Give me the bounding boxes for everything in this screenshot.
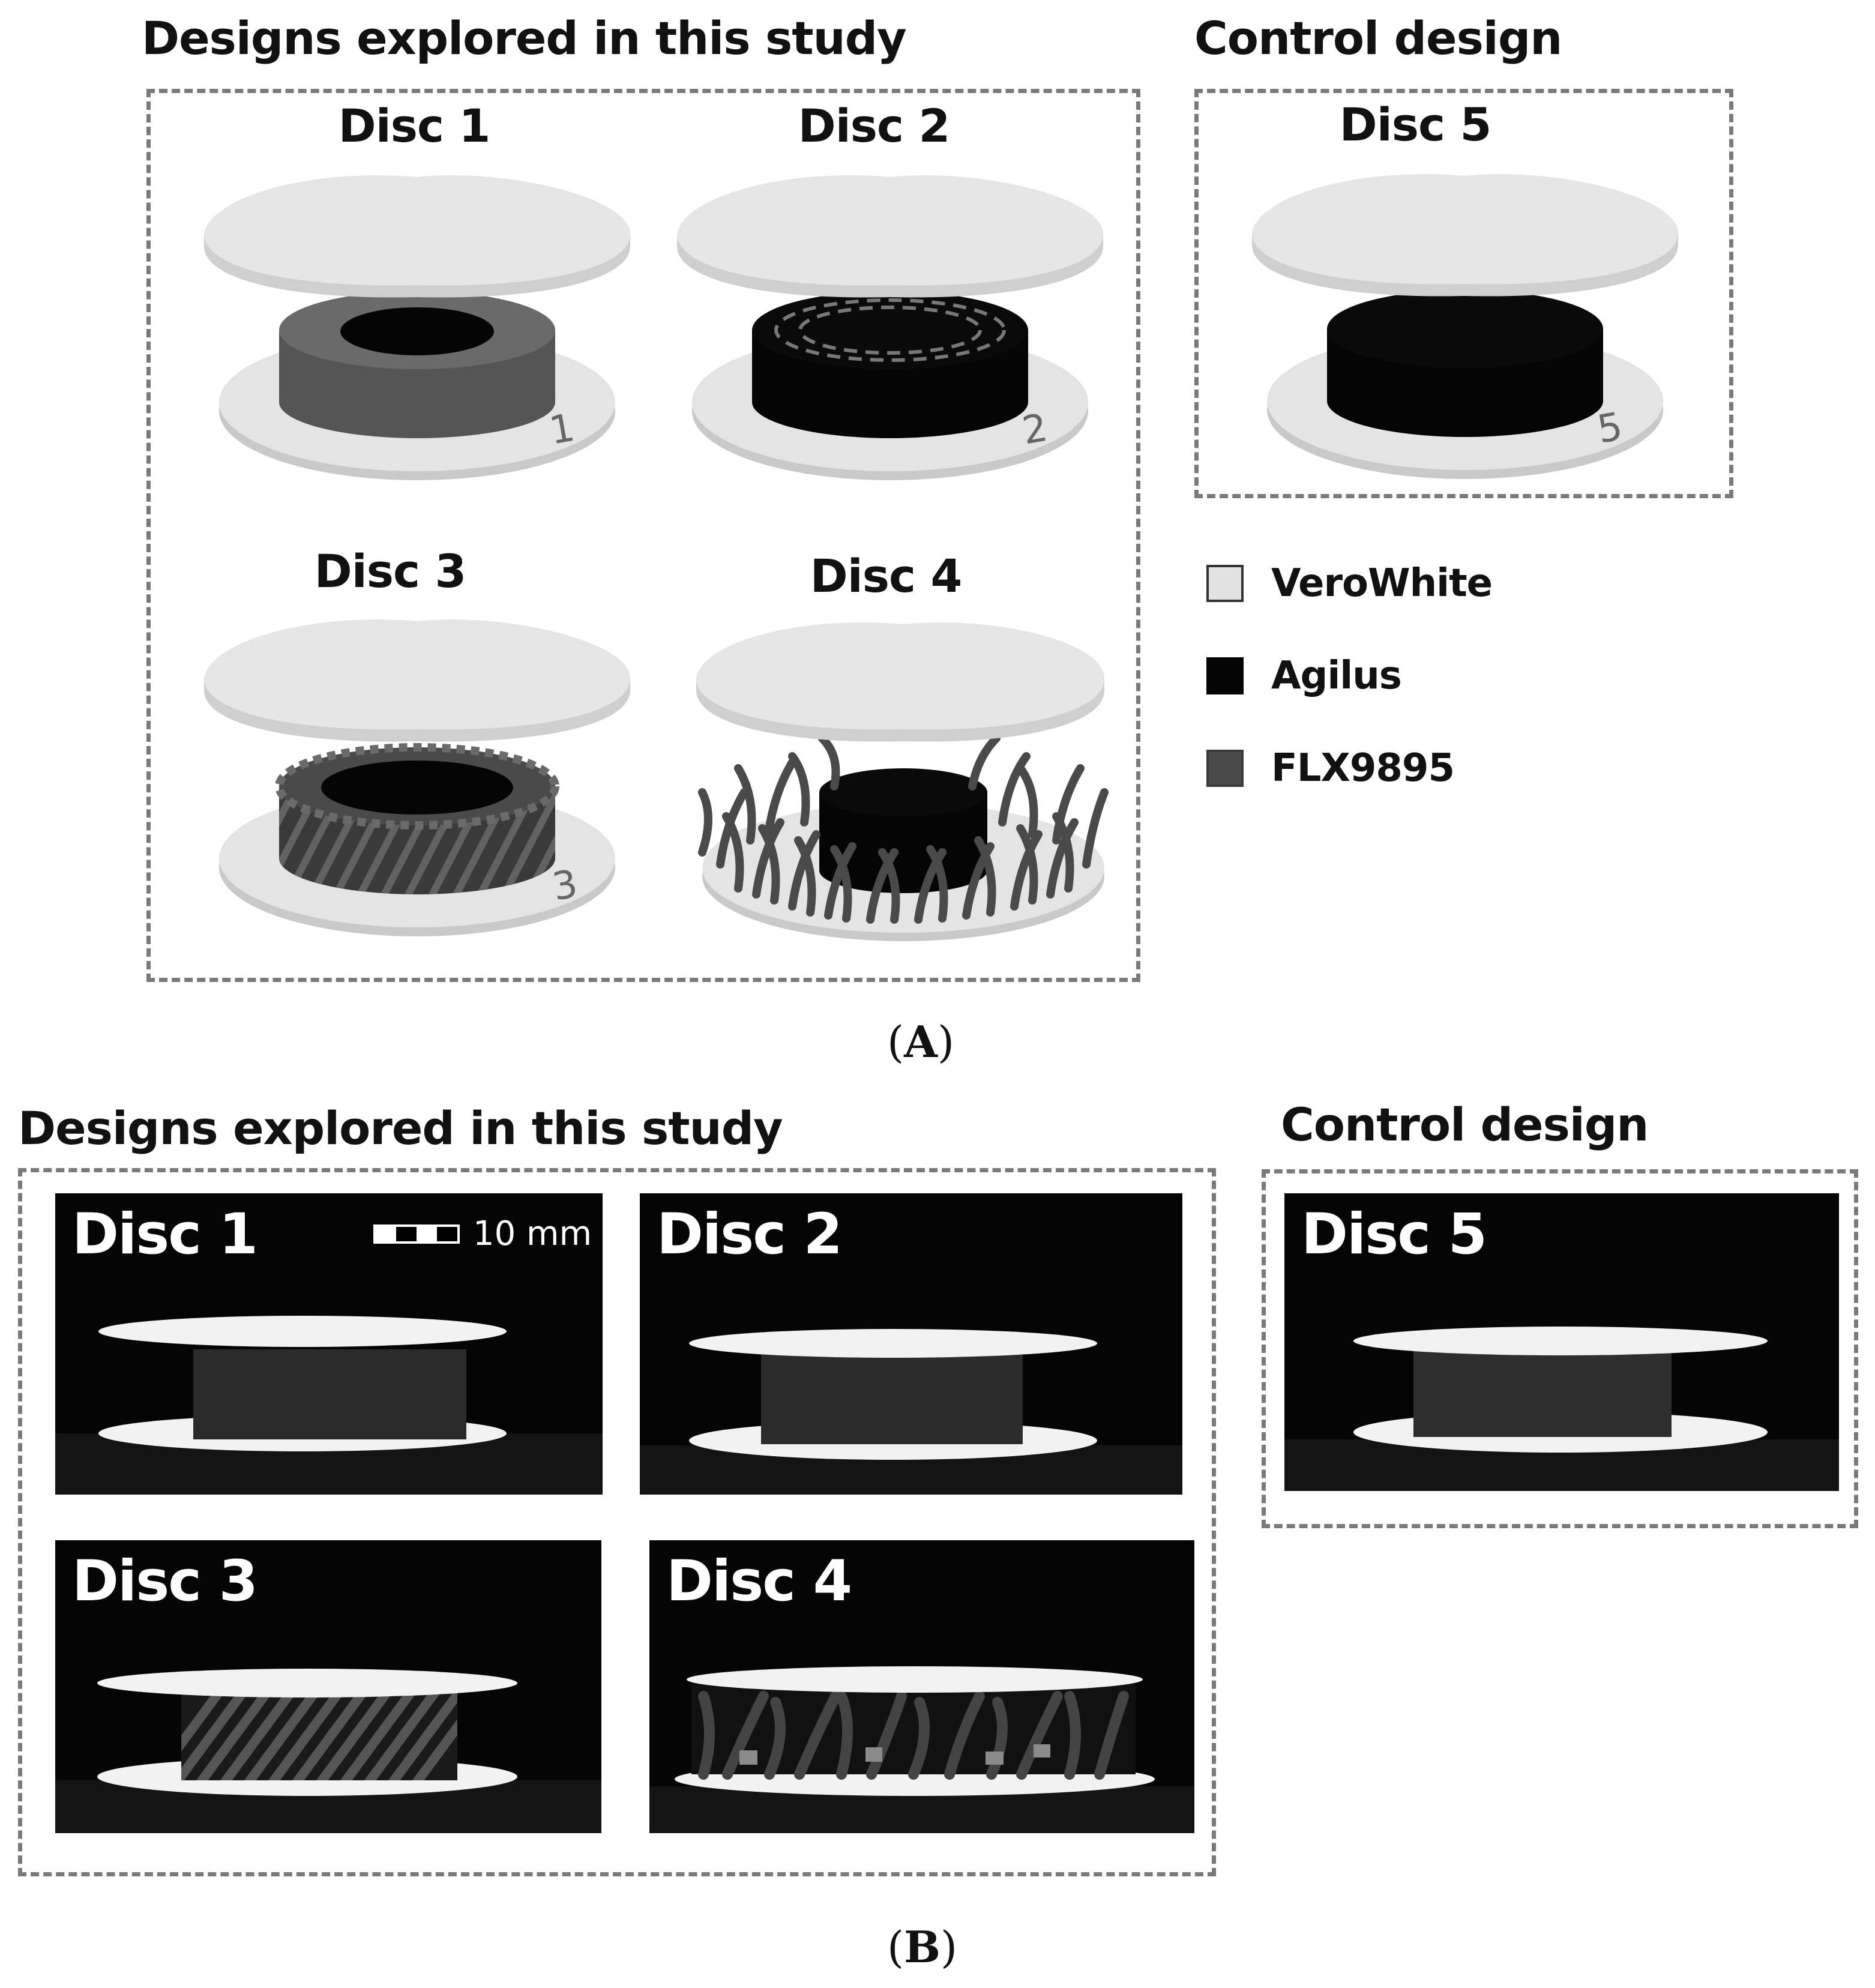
panel-b-control-frame	[1262, 1169, 1858, 1528]
disc-1-title: Disc 1	[338, 99, 491, 152]
photo-disc-2-specimen	[640, 1329, 1182, 1495]
photo-disc-3-title: Disc 3	[72, 1549, 258, 1614]
disc-4-agilus-core	[819, 768, 987, 893]
legend-agilus: Agilus	[1206, 654, 1402, 698]
legend-flx9895-swatch	[1206, 750, 1244, 787]
panel-b-heading-control: Control design	[1281, 1098, 1649, 1151]
photo-disc-3-specimen	[55, 1669, 601, 1833]
photo-disc-4-title: Disc 4	[666, 1549, 852, 1614]
disc-5-illustration: 5	[1252, 174, 1678, 479]
disc-1-top-plate	[204, 175, 630, 298]
panel-a-label-open: (	[887, 1017, 904, 1067]
disc-4-flx9895-struts	[698, 734, 1109, 924]
photo-disc-5-title: Disc 5	[1301, 1202, 1487, 1267]
legend-agilus-label: Agilus	[1271, 654, 1402, 698]
disc-3-illustration: 3	[204, 619, 630, 936]
legend-flx9895: FLX9895	[1206, 746, 1455, 791]
photo-disc-1-specimen	[55, 1316, 603, 1495]
panel-a-label-letter: A	[904, 1016, 938, 1067]
legend-agilus-swatch	[1206, 657, 1244, 694]
legend-flx9895-label: FLX9895	[1271, 746, 1455, 791]
disc-5-top-plate	[1252, 174, 1678, 297]
photo-disc-1: Disc 1 10 mm	[55, 1193, 603, 1495]
disc-3-top-plate	[204, 619, 630, 742]
scale-bar-label: 10 mm	[473, 1214, 592, 1253]
photo-disc-5: Disc 5	[1284, 1193, 1839, 1491]
scale-bar-graphic	[373, 1224, 460, 1244]
legend-verowhite-label: VeroWhite	[1271, 561, 1493, 606]
photo-disc-5-specimen	[1284, 1327, 1839, 1491]
panel-b-label-open: (	[887, 1922, 904, 1972]
disc-4-title: Disc 4	[810, 549, 963, 603]
disc-5-agilus-solid	[1327, 290, 1603, 437]
photo-disc-1-title: Disc 1	[72, 1202, 258, 1267]
scale-bar: 10 mm	[373, 1217, 592, 1251]
panel-a-label: (A)	[887, 1020, 954, 1064]
panel-a-designs-frame	[146, 89, 1140, 982]
panel-b-label-close: )	[940, 1922, 958, 1972]
photo-disc-4-specimen	[649, 1666, 1194, 1833]
panel-a-control-frame	[1194, 89, 1733, 498]
panel-b-label-letter: B	[904, 1921, 941, 1972]
disc-4-top-plate	[696, 622, 1104, 742]
panel-a-heading-control: Control design	[1194, 11, 1562, 65]
disc-2-title: Disc 2	[798, 99, 951, 152]
panel-a-label-close: )	[937, 1017, 955, 1067]
panel-a-heading-designs: Designs explored in this study	[142, 11, 907, 65]
disc-1-illustration: 1	[204, 175, 630, 480]
disc-2-illustration: 2	[677, 175, 1103, 480]
disc-3-title: Disc 3	[314, 544, 467, 598]
disc-2-top-plate	[677, 175, 1103, 298]
legend-verowhite-swatch	[1206, 565, 1244, 602]
disc-2-agilus-ring	[752, 291, 1028, 438]
legend-verowhite: VeroWhite	[1206, 561, 1493, 606]
photo-disc-2: Disc 2	[640, 1193, 1182, 1495]
disc-5-title: Disc 5	[1339, 98, 1492, 151]
photo-disc-4: Disc 4	[649, 1540, 1194, 1833]
panel-b-designs-frame	[18, 1168, 1216, 1876]
photo-disc-3: Disc 3	[55, 1540, 601, 1833]
photo-disc-2-title: Disc 2	[657, 1202, 843, 1267]
panel-b-label: (B)	[887, 1926, 957, 1969]
disc-4-illustration	[696, 622, 1109, 941]
disc-1-flx9895-ring	[279, 291, 555, 438]
panel-b-heading-designs: Designs explored in this study	[18, 1101, 783, 1155]
